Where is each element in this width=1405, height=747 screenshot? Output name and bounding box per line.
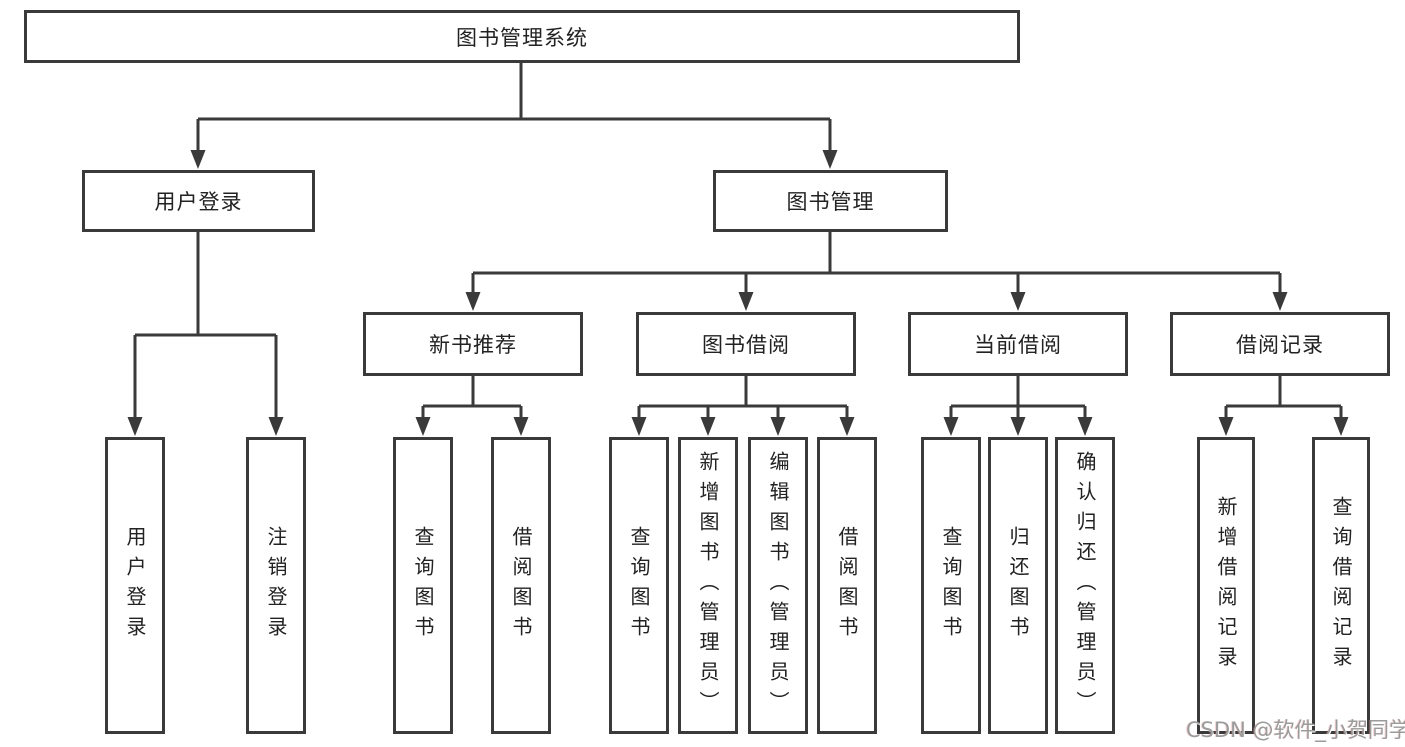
leaf-borrow-book-1: 借阅图书	[491, 437, 551, 734]
node-book-borrow: 图书借阅	[636, 312, 856, 376]
leaf-borrow-book-2: 借阅图书	[817, 437, 877, 734]
leaf-return-book: 归还图书	[988, 437, 1048, 734]
leaf-add-borrow-record: 新增借阅记录	[1197, 437, 1255, 734]
node-current-borrow: 当前借阅	[908, 312, 1128, 376]
leaf-edit-book-admin: 编辑图书（管理员）	[748, 437, 808, 734]
node-borrow-record: 借阅记录	[1170, 312, 1390, 376]
leaf-query-book-1: 查询图书	[393, 437, 453, 734]
leaf-query-book-3: 查询图书	[921, 437, 981, 734]
leaf-confirm-return-admin: 确认归还（管理员）	[1055, 437, 1115, 734]
node-user-login: 用户登录	[82, 170, 315, 232]
arrowheads	[127, 150, 1349, 436]
node-new-book-recommend: 新书推荐	[363, 312, 583, 376]
node-root: 图书管理系统	[24, 10, 1020, 63]
leaf-user-login: 用户登录	[105, 437, 165, 734]
leaf-logout: 注销登录	[246, 437, 306, 734]
leaf-query-borrow-record: 查询借阅记录	[1312, 437, 1370, 734]
csdn-watermark: CSDN @软件_小贺同学	[1186, 718, 1405, 742]
leaf-add-book-admin: 新增图书（管理员）	[678, 437, 738, 734]
leaf-query-book-2: 查询图书	[609, 437, 669, 734]
node-book-management: 图书管理	[713, 170, 948, 232]
connector-segments	[133, 63, 1343, 419]
